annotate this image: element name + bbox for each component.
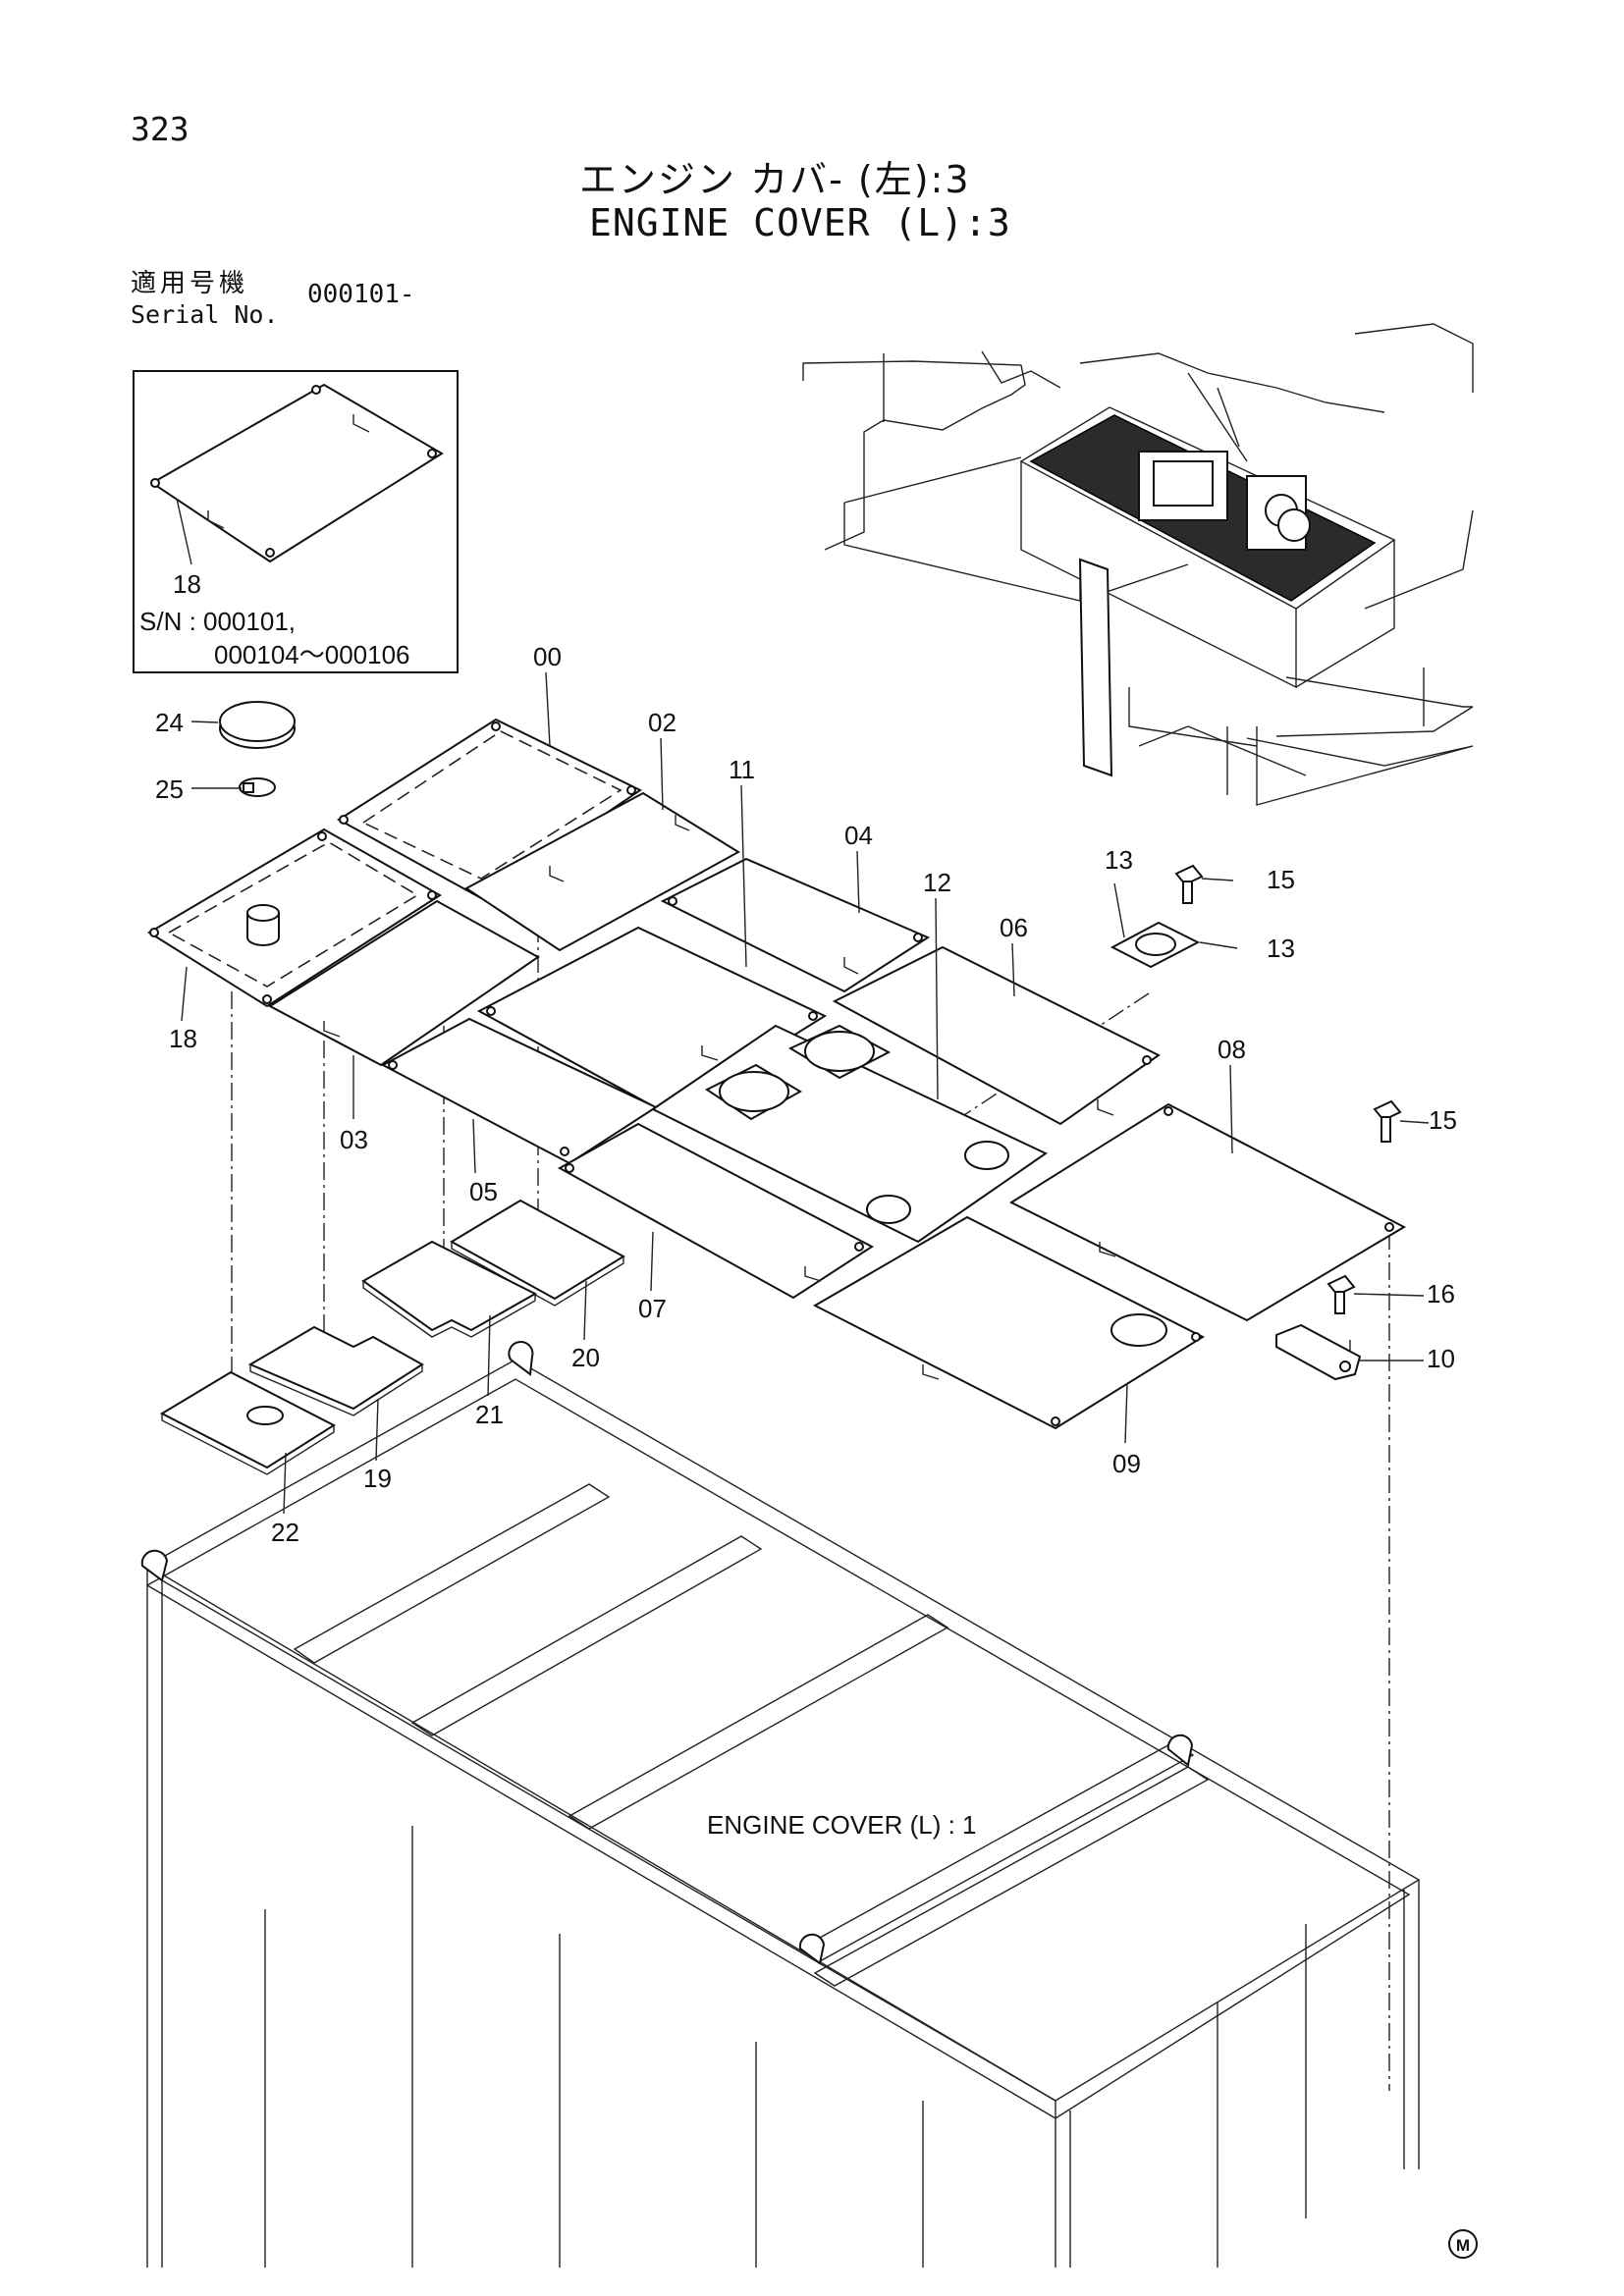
- cover-plate-08: [1008, 1102, 1407, 1322]
- battery-terminal-bracket: [1138, 451, 1311, 551]
- callout-19: 19: [363, 1464, 392, 1493]
- serial-number-value: 000101-: [307, 280, 415, 309]
- inset-panel: 18 S/N : 000101, 000104～000106: [133, 370, 459, 673]
- engine-compartment-view: [802, 323, 1474, 806]
- clamp-25: [191, 777, 276, 797]
- cover-plate-07: [557, 1122, 874, 1300]
- inset-part-18-label: 18: [173, 569, 201, 599]
- pad-19: [247, 1325, 424, 1416]
- title-english: ENGINE COVER (L):3: [589, 201, 1011, 244]
- callout-11: 11: [729, 755, 755, 784]
- callout-03: 03: [340, 1125, 368, 1154]
- callout-20: 20: [571, 1343, 600, 1372]
- callout-13-right: 13: [1267, 934, 1295, 963]
- callout-15-upper: 15: [1267, 865, 1295, 894]
- cover-plate-18-main: [147, 828, 442, 1008]
- callout-06: 06: [1000, 913, 1028, 942]
- pad-20: [449, 1199, 625, 1307]
- callout-22: 22: [271, 1518, 299, 1547]
- callout-25: 25: [155, 774, 184, 804]
- callout-24: 24: [155, 708, 184, 737]
- cover-plate-04: [660, 857, 931, 993]
- title-japanese: エンジン カバ- (左):3: [579, 158, 971, 201]
- bolt-16: [1326, 1274, 1425, 1314]
- cover-plate-02: [464, 791, 740, 952]
- part-callouts: 00 02 11 04 12 06 13 15 13 08 15 16 10 0…: [155, 642, 1457, 1547]
- cap-24: [190, 701, 296, 749]
- lower-support-frame: ENGINE COVER (L) : 1: [140, 1340, 1421, 2268]
- cover-plate-03: [268, 899, 540, 1067]
- mark-letter: M: [1456, 2236, 1470, 2255]
- cover-plate-12: [651, 1024, 1048, 1244]
- intake-pipe-stub: [246, 904, 280, 946]
- pad-22: [159, 1370, 337, 1475]
- callout-09: 09: [1112, 1449, 1141, 1478]
- cover-plate-09: [812, 1215, 1206, 1430]
- serial-label-english: Serial No.: [131, 300, 279, 329]
- bolt-15-upper: [1174, 864, 1234, 904]
- bracket-13: [1110, 882, 1238, 969]
- cover-plate-06: [832, 945, 1161, 1126]
- callout-15-lower: 15: [1429, 1105, 1457, 1135]
- cover-plate-00: [337, 718, 642, 900]
- callout-04: 04: [844, 821, 873, 850]
- page-number: 323: [131, 110, 189, 148]
- callout-16: 16: [1427, 1279, 1455, 1308]
- serial-label-japanese: 適用号機: [131, 269, 249, 298]
- callout-18: 18: [169, 1024, 197, 1053]
- callout-05: 05: [469, 1177, 498, 1206]
- callout-12: 12: [923, 868, 951, 897]
- callout-02: 02: [648, 708, 677, 737]
- frame-caption: ENGINE COVER (L) : 1: [707, 1810, 977, 1840]
- manufacturer-mark: M: [1448, 2229, 1478, 2259]
- callout-07: 07: [638, 1294, 667, 1323]
- callout-13-upper: 13: [1105, 845, 1133, 875]
- pad-21: [361, 1240, 538, 1338]
- inset-serial-line-1: S/N : 000101,: [139, 607, 296, 636]
- callout-21: 21: [475, 1400, 504, 1429]
- callout-08: 08: [1218, 1035, 1246, 1064]
- inset-serial-line-2: 000104～000106: [214, 640, 410, 669]
- plate-10: [1275, 1323, 1424, 1381]
- callout-00: 00: [533, 642, 562, 671]
- bolt-15-lower: [1373, 1099, 1430, 1143]
- callout-10: 10: [1427, 1344, 1455, 1373]
